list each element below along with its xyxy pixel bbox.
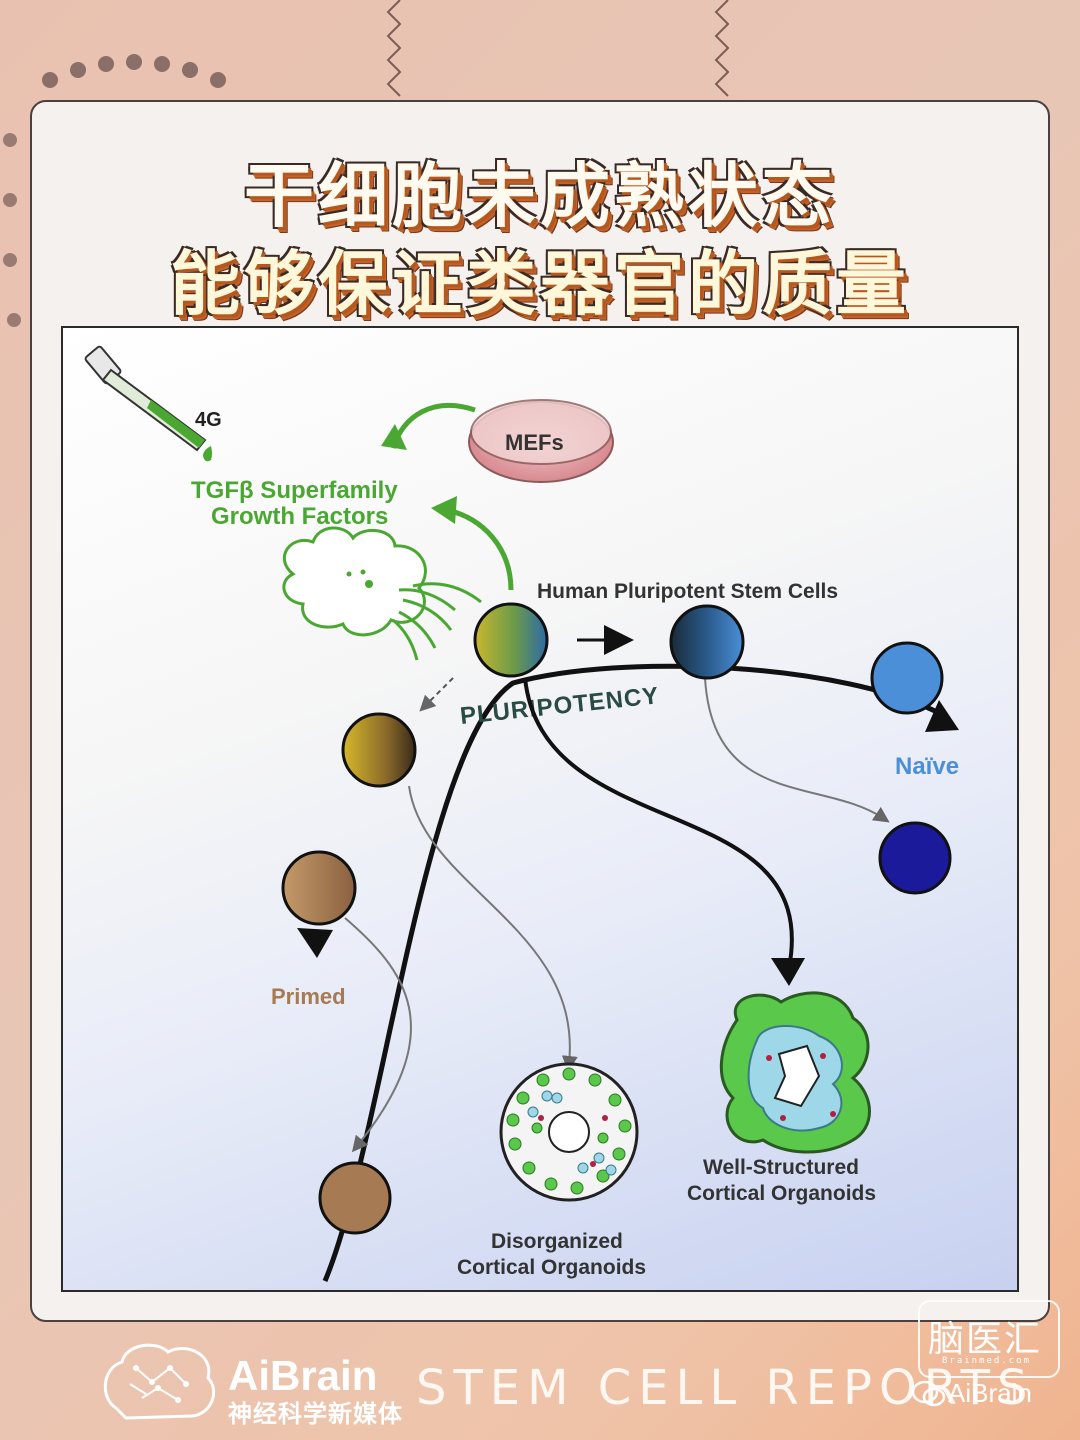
label-4g: 4G bbox=[195, 409, 222, 431]
label-well-line1: Well-Structured bbox=[703, 1156, 859, 1179]
brand-subtitle: 神经科学新媒体 bbox=[228, 1400, 403, 1428]
brand-name: AiBrain bbox=[228, 1352, 378, 1399]
arrow-cell-to-factors bbox=[446, 507, 514, 591]
cell-naive bbox=[870, 641, 944, 715]
title-line-1: 干细胞未成熟状态 bbox=[244, 155, 836, 237]
wechat-account-label: AiBrain bbox=[948, 1378, 1032, 1408]
label-hpsc: Human Pluripotent Stem Cells bbox=[537, 580, 838, 603]
cell-hpsc bbox=[669, 604, 745, 680]
label-pluripotency: PLURIPOTENCY bbox=[459, 682, 661, 730]
label-tgf-line2: Growth Factors bbox=[211, 503, 388, 530]
label-well-line2: Cortical Organoids bbox=[687, 1182, 876, 1205]
cell-primed bbox=[281, 850, 357, 926]
label-tgf-line1: TGFβ Superfamily bbox=[191, 477, 398, 504]
pluripotency-curve bbox=[322, 663, 945, 1282]
arrow-mefs-to-factors bbox=[390, 403, 476, 449]
label-primed: Primed bbox=[271, 984, 346, 1009]
growth-factor-cloud-icon bbox=[282, 526, 482, 661]
watermark-url: Brainmed.com bbox=[942, 1356, 1032, 1366]
decor-squiggle-top bbox=[42, 0, 730, 97]
disorganized-organoid-icon bbox=[499, 1062, 639, 1202]
cell-primed-final bbox=[318, 1161, 392, 1235]
mefs-dish-icon bbox=[468, 399, 614, 483]
title-line-2: 能够保证类器官的质量 bbox=[170, 243, 910, 325]
arrow-primed-dashed bbox=[419, 677, 454, 712]
arrow-to-disorganized bbox=[408, 785, 578, 1072]
aibrain-logo-icon bbox=[103, 1343, 215, 1420]
arrow-to-naive-dark bbox=[704, 677, 890, 823]
cell-naive-dark bbox=[878, 821, 952, 895]
pipette-icon bbox=[84, 345, 212, 462]
graphical-abstract-figure: 4G MEFs TGFβ Superfamily Growth Factors … bbox=[61, 326, 1019, 1292]
cell-start bbox=[473, 602, 549, 678]
wechat-icon bbox=[912, 1380, 946, 1407]
label-dis-line2: Cortical Organoids bbox=[457, 1256, 646, 1279]
label-naive: Naïve bbox=[895, 753, 959, 780]
label-dis-line1: Disorganized bbox=[491, 1230, 623, 1253]
decor-dots-left bbox=[3, 133, 21, 327]
watermark-box bbox=[918, 1300, 1060, 1378]
well-structured-organoid-icon bbox=[719, 991, 871, 1154]
watermark-text: 脑医汇 bbox=[928, 1319, 1043, 1360]
label-mefs: MEFs bbox=[505, 430, 564, 455]
arrow-to-primed-brown bbox=[344, 917, 412, 1153]
arrow-to-well-structured bbox=[523, 677, 794, 969]
cell-primed-upper bbox=[341, 712, 417, 788]
figure-svg: 4G MEFs TGFβ Superfamily Growth Factors … bbox=[84, 345, 959, 1282]
